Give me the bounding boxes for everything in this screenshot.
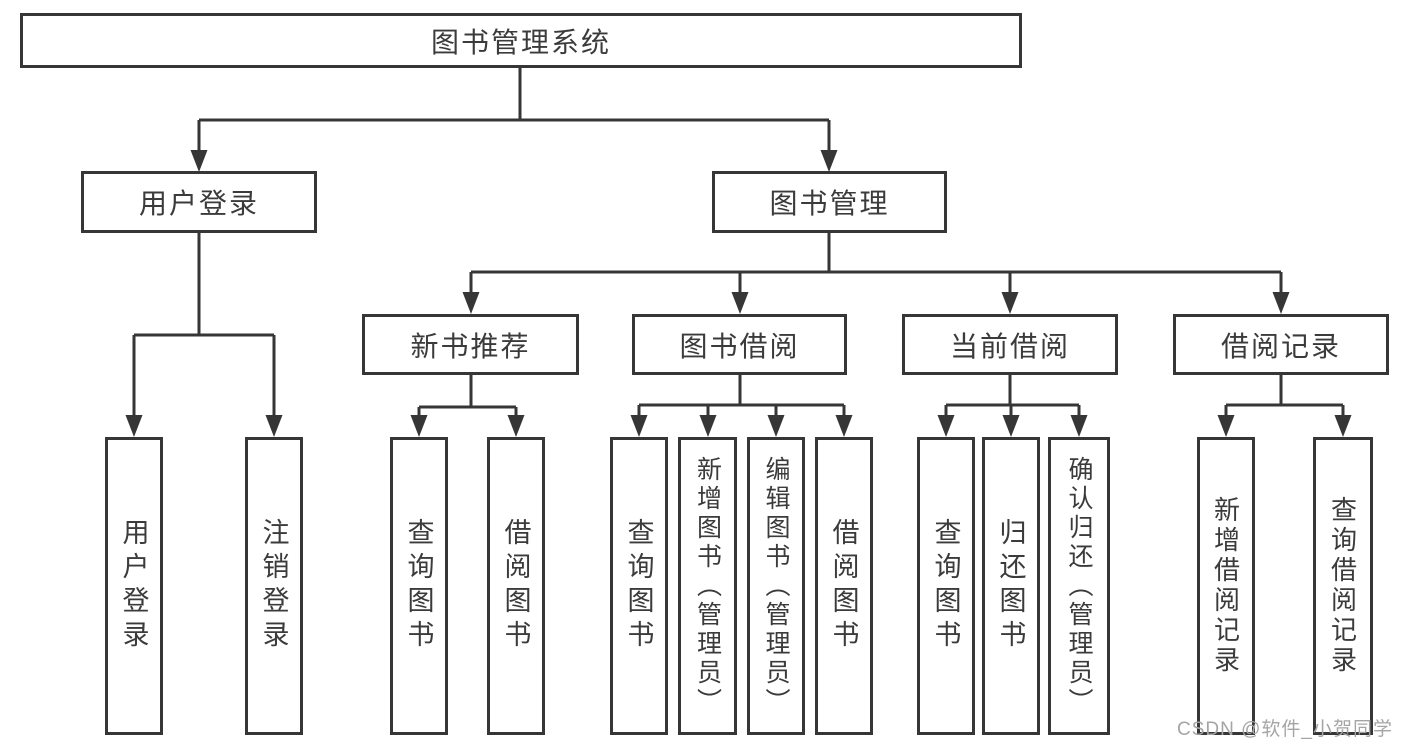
leaf-records-add-borrow-record: 新增借阅记录 [1197,437,1255,735]
leaf-label: 确认归还（管理员） [1065,455,1093,717]
node-user-login-branch: 用户登录 [81,171,317,233]
leaf-current-return-books: 归还图书 [982,437,1040,735]
arrowhead-icon [731,292,749,314]
node-new-book-recommend: 新书推荐 [362,314,579,375]
leaf-label: 查询图书 [403,518,434,654]
leaf-label: 查询图书 [623,518,654,654]
arrowhead-icon [507,415,525,437]
arrowhead-icon [699,415,717,437]
node-label: 图书管理系统 [430,26,611,58]
arrowhead-icon [190,150,208,172]
node-book-management-branch: 图书管理 [712,171,947,233]
leaf-recommend-borrow-books: 借阅图书 [487,437,545,735]
leaf-records-query-borrow-record: 查询借阅记录 [1313,437,1373,735]
leaf-label: 归还图书 [995,518,1026,654]
arrowhead-icon [1334,415,1352,437]
arrowhead-icon [462,292,480,314]
node-current-borrowing: 当前借阅 [902,314,1118,375]
node-label: 新书推荐 [410,330,531,362]
leaf-label: 查询借阅记录 [1327,496,1358,676]
arrowhead-icon [630,415,648,437]
node-label: 图书管理 [769,188,890,219]
arrowhead-icon [265,415,283,437]
node-label: 当前借阅 [949,330,1070,362]
leaf-label: 新增图书（管理员） [693,455,722,717]
arrowhead-icon [820,150,838,172]
leaf-label: 借阅图书 [828,518,859,654]
arrowhead-icon [1001,292,1019,314]
leaf-label: 新增借阅记录 [1210,496,1241,676]
csdn-watermark: CSDN @软件_小贺同学 [1177,719,1393,740]
leaf-recommend-query-books: 查询图书 [390,437,448,735]
leaf-user-login: 用户登录 [105,437,163,735]
arrowhead-icon [410,415,428,437]
leaf-current-confirm-return-admin: 确认归还（管理员） [1048,437,1110,735]
node-book-borrowing: 图书借阅 [632,314,847,375]
leaf-current-query-books: 查询图书 [917,437,975,735]
leaf-label: 注销登录 [258,518,289,654]
arrowhead-icon [937,415,955,437]
leaf-borrowing-borrow-books: 借阅图书 [815,437,873,735]
arrowhead-icon [1070,415,1088,437]
node-borrow-records: 借阅记录 [1173,314,1389,375]
connector-path [132,68,1345,421]
arrowhead-icon [1002,415,1020,437]
node-label: 用户登录 [138,188,259,219]
leaf-sign-out-login: 注销登录 [245,437,303,735]
arrowhead-icon [767,415,785,437]
leaf-label: 用户登录 [118,518,149,654]
leaf-borrowing-query-books: 查询图书 [610,437,668,735]
leaf-borrowing-add-books-admin: 新增图书（管理员） [678,437,737,735]
arrowhead-icon [125,415,143,437]
node-label: 借阅记录 [1220,330,1341,362]
leaf-label: 编辑图书（管理员） [762,455,790,717]
leaf-label: 借阅图书 [500,518,531,654]
leaf-borrowing-edit-books-admin: 编辑图书（管理员） [747,437,805,735]
node-library-management-system: 图书管理系统 [20,13,1022,68]
leaf-label: 查询图书 [930,518,961,654]
arrowhead-icon [1272,292,1290,314]
arrowhead-icon [835,415,853,437]
arrowhead-icon [1217,415,1235,437]
node-label: 图书借阅 [679,330,800,362]
